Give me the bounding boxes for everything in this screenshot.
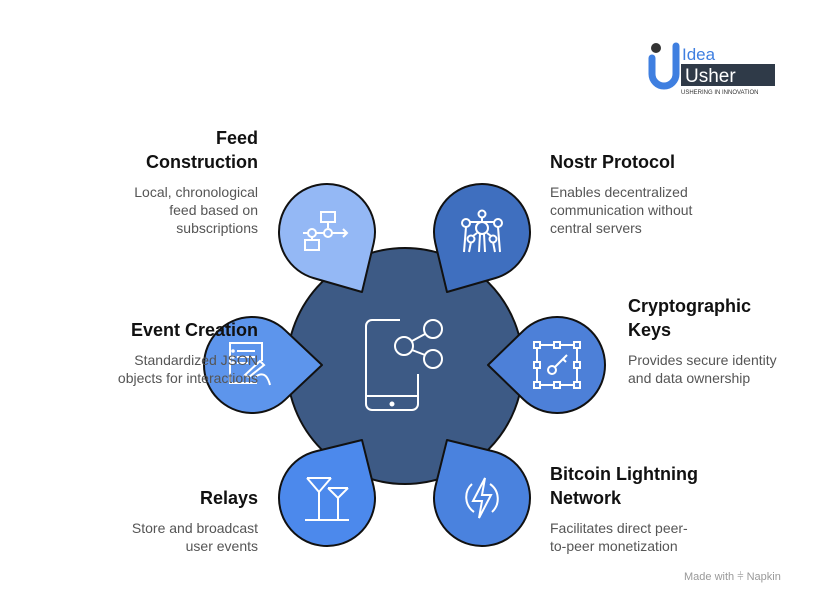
napkin-icon: ⫩ <box>737 571 744 583</box>
network-nodes-icon <box>461 209 503 253</box>
petal-feed <box>278 183 376 293</box>
idea-usher-logo: Idea Usher USHERING IN INNOVATION <box>648 40 778 96</box>
petal-nostr <box>433 183 531 293</box>
power-lines-icon <box>305 477 349 521</box>
item-title: Relays <box>199 488 258 508</box>
petal-event <box>203 316 323 414</box>
petal-relays <box>278 439 376 547</box>
item-title: Nostr Protocol <box>550 152 676 172</box>
logo-line1: Idea <box>682 45 716 64</box>
made-with-napkin[interactable]: Made with ⫩ Napkin <box>684 571 781 584</box>
petal-bitcoin <box>433 439 531 547</box>
document-sign-icon <box>229 342 271 386</box>
item-desc: Facilitates direct peer-to-peer monetiza… <box>550 520 688 554</box>
key-icon <box>533 341 581 389</box>
footer-brand: Napkin <box>746 571 781 583</box>
logo-tagline: USHERING IN INNOVATION <box>681 90 758 96</box>
item-title: Event Creation <box>130 320 258 340</box>
logo-line2: Usher <box>685 66 736 87</box>
smartphone-share-icon <box>365 319 443 411</box>
flowchart-icon <box>303 211 349 251</box>
lightning-icon <box>465 477 499 519</box>
footer-text: Made with <box>684 571 735 583</box>
petal-crypto <box>487 316 606 414</box>
